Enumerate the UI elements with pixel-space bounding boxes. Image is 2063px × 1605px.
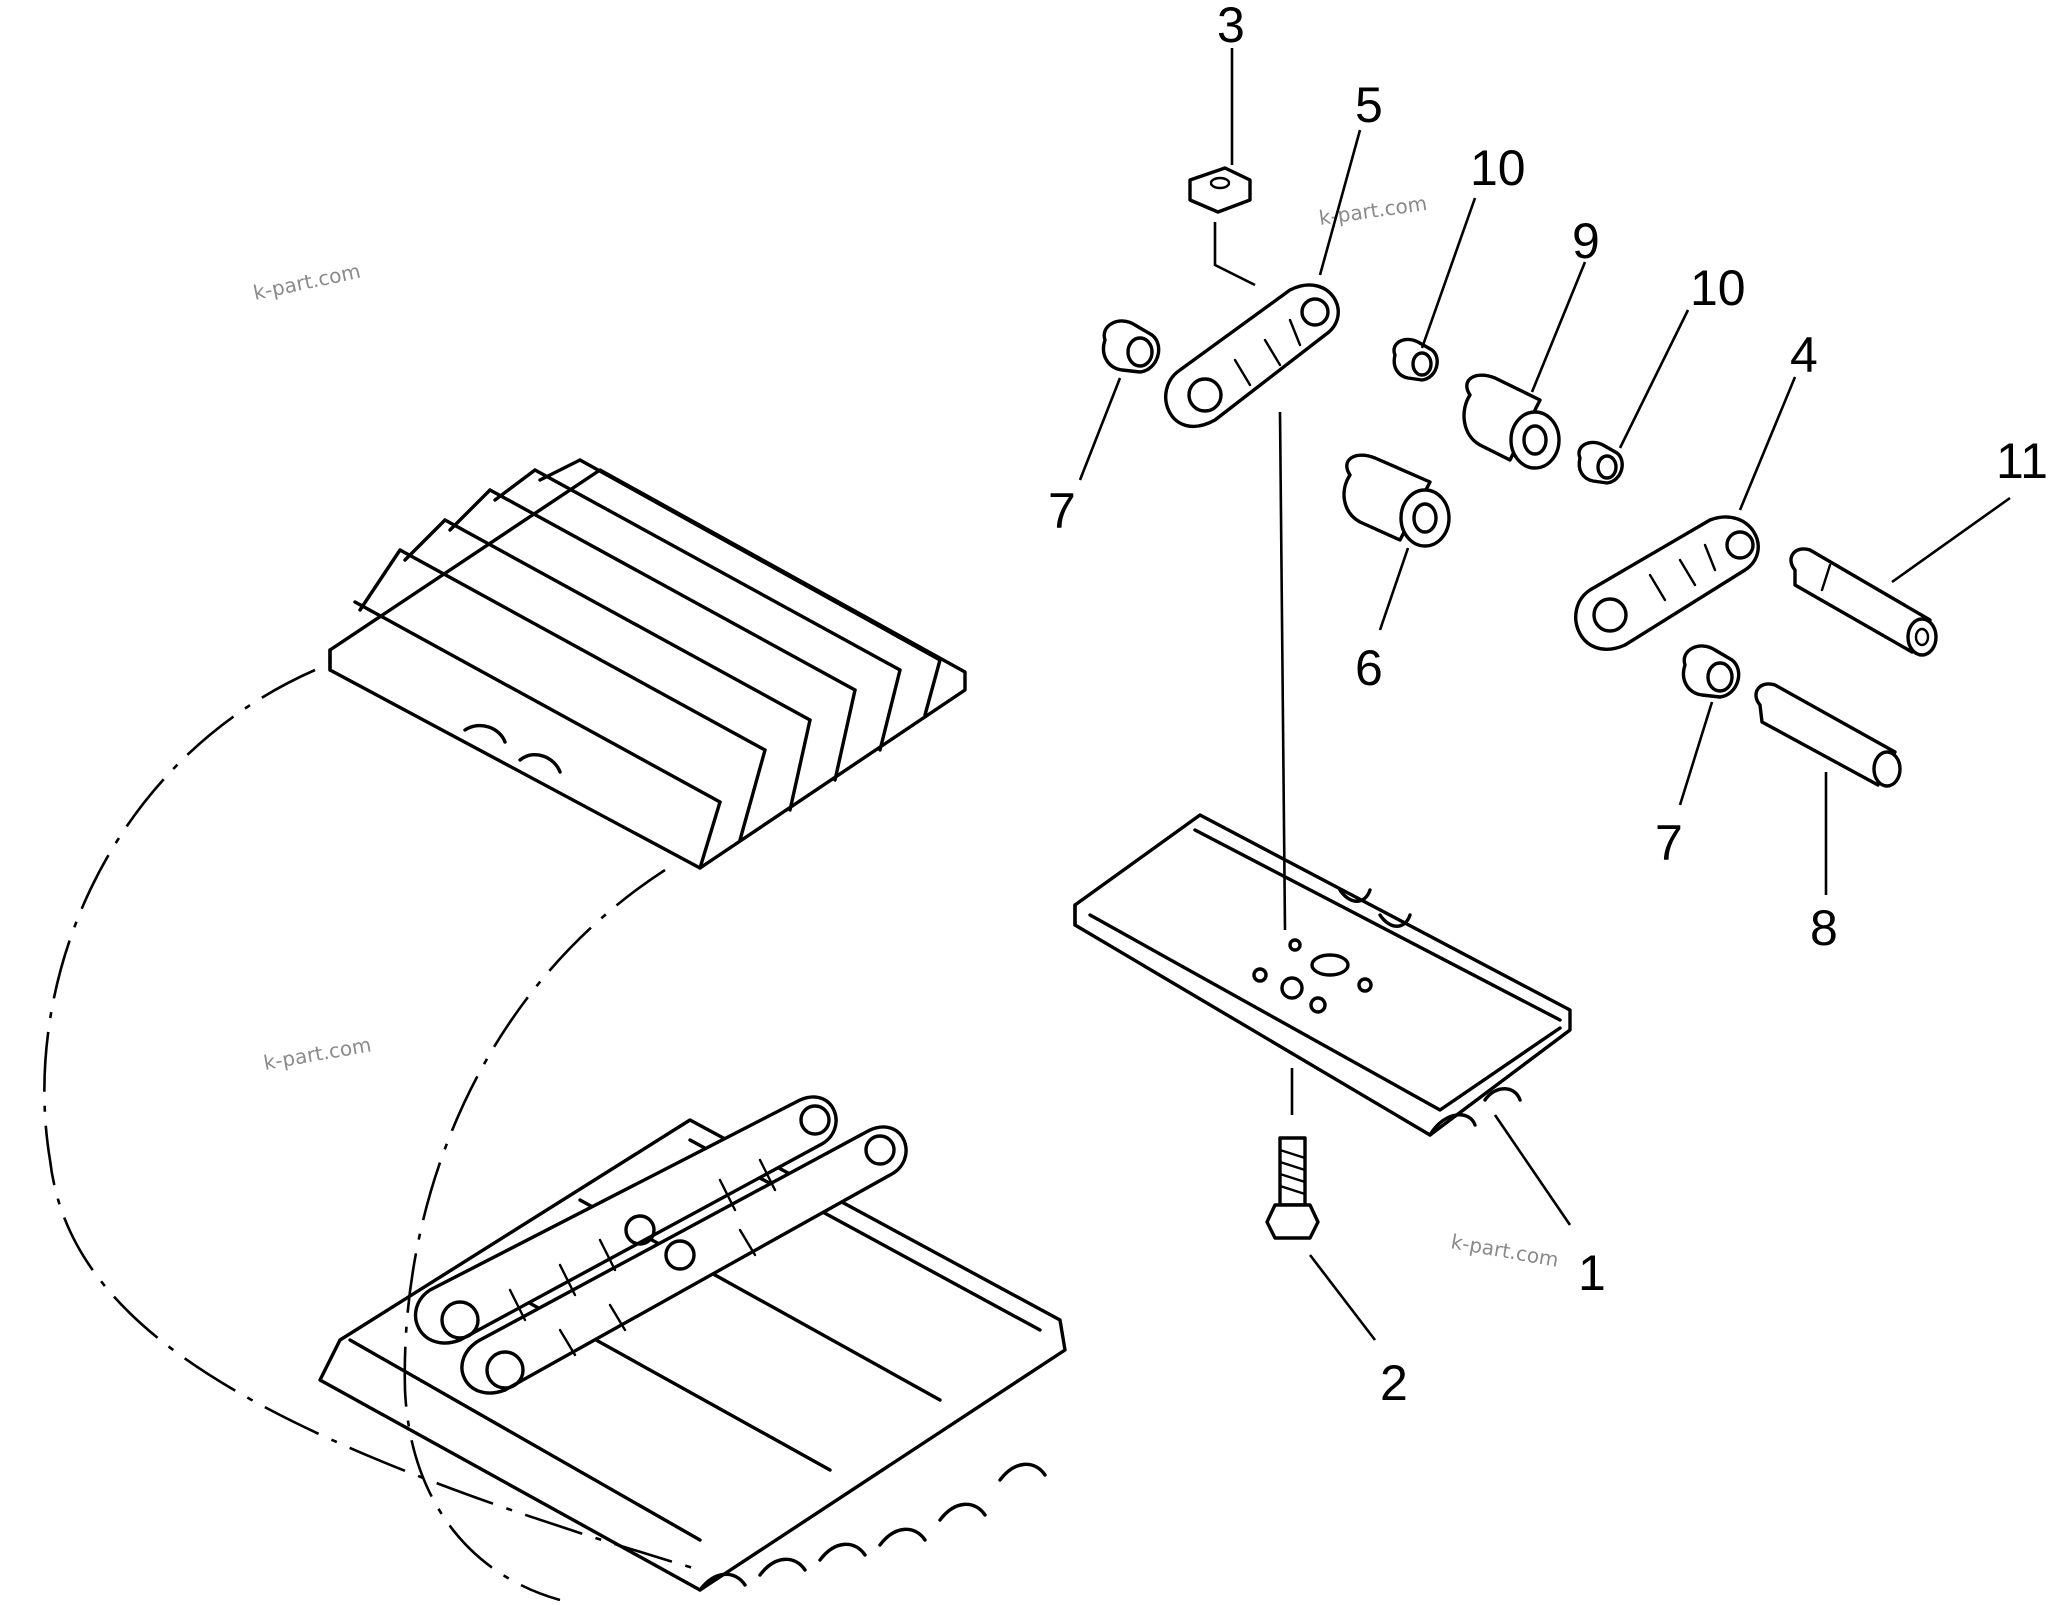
- callout-1: 1: [1578, 1245, 1606, 1301]
- callout-10b: 10: [1690, 260, 1746, 316]
- part-1-track-shoe: [1073, 411, 1572, 1137]
- callout-11: 11: [1996, 433, 2048, 489]
- watermark-3: k-part.com: [262, 1032, 373, 1075]
- part-2-bolt: [1265, 1136, 1320, 1240]
- leader-4: [1738, 376, 1797, 511]
- watermark-4: k-part.com: [1449, 1229, 1560, 1272]
- callout-6: 6: [1355, 640, 1383, 696]
- leader-11: [1891, 496, 2011, 584]
- leader-9: [1530, 261, 1587, 393]
- callout-5: 5: [1355, 77, 1383, 133]
- part-4-link: [1574, 515, 1760, 651]
- part-11-pin: [1789, 547, 1938, 657]
- leader-6: [1378, 547, 1410, 631]
- part-3-nut: [1188, 166, 1256, 287]
- upper-shoe-section: [328, 458, 967, 870]
- leader-10a: [1420, 197, 1477, 349]
- part-10-spacer-upper: [1392, 337, 1439, 382]
- callout-7b: 7: [1655, 815, 1683, 871]
- callout-7a: 7: [1048, 483, 1076, 539]
- leader-lines: [1078, 48, 2011, 1341]
- callout-4: 4: [1790, 327, 1818, 383]
- callout-3: 3: [1217, 0, 1245, 53]
- part-8-pin: [1754, 682, 1902, 788]
- callout-8: 8: [1810, 900, 1838, 956]
- callout-labels: 1 2 3 4 5 6 7 7 8 9 10 10 11: [1048, 0, 2048, 1411]
- callout-10a: 10: [1470, 140, 1526, 196]
- part-6-bushing: [1342, 453, 1451, 548]
- track-assembly: [43, 458, 1067, 1602]
- leader-7b: [1678, 701, 1714, 806]
- leader-1: [1493, 1114, 1572, 1226]
- leader-10b: [1618, 309, 1690, 449]
- leader-5: [1318, 129, 1362, 276]
- leader-7a: [1078, 377, 1122, 481]
- part-5-link: [1164, 283, 1340, 428]
- leader-2: [1308, 1254, 1377, 1341]
- callout-9: 9: [1572, 213, 1600, 269]
- callout-2: 2: [1380, 1355, 1408, 1411]
- part-7-seal-upper: [1101, 319, 1161, 374]
- watermark-1: k-part.com: [251, 259, 363, 305]
- part-10-spacer-lower: [1577, 440, 1624, 485]
- track-loop-outer: [43, 668, 701, 1572]
- part-7-seal-lower: [1681, 644, 1741, 699]
- lower-shoe-section: [318, 1095, 1067, 1592]
- part-9-bushing: [1462, 373, 1561, 470]
- track-loop-inner: [403, 868, 666, 1602]
